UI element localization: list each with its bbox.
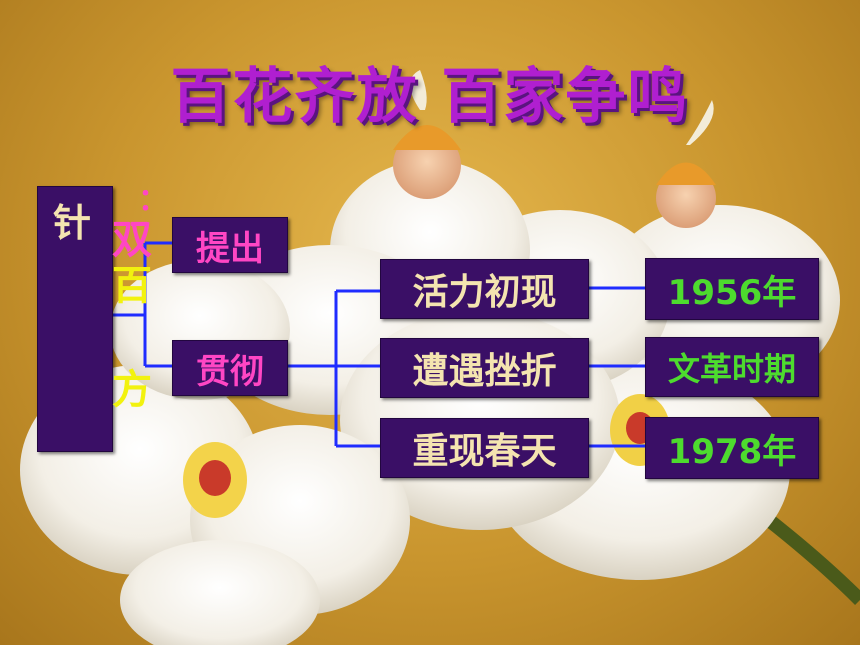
stage-label-implement: 贯彻	[196, 351, 264, 392]
phase-box-3: 重现春天	[380, 418, 589, 478]
date-box-3: 1978年	[645, 417, 819, 479]
date-label-1: 1956年	[667, 272, 797, 313]
policy-char-fang: 方	[112, 367, 152, 413]
policy-char-shuang: 双	[112, 217, 152, 263]
date-label-2: 文革时期	[667, 350, 796, 388]
stage-box-propose: 提出	[172, 217, 288, 273]
stage-box-implement: 贯彻	[172, 340, 288, 396]
page-title: 百花齐放 百家争鸣	[170, 62, 690, 132]
date-label-3: 1978年	[667, 431, 797, 472]
phase-box-2: 遭遇挫折	[380, 338, 589, 398]
phase-box-1: 活力初现	[380, 259, 589, 319]
date-box-1: 1956年	[645, 258, 819, 320]
policy-label: 针	[53, 201, 92, 245]
phase-label-1: 活力初现	[412, 272, 557, 313]
policy-char-bai: 百	[112, 263, 152, 309]
policy-box	[37, 186, 113, 452]
date-box-2: 文革时期	[645, 337, 819, 397]
stage-label-propose: 提出	[196, 228, 264, 269]
policy-colon: ：	[138, 183, 168, 218]
phase-label-3: 重现春天	[412, 431, 557, 472]
phase-label-2: 遭遇挫折	[412, 351, 557, 392]
